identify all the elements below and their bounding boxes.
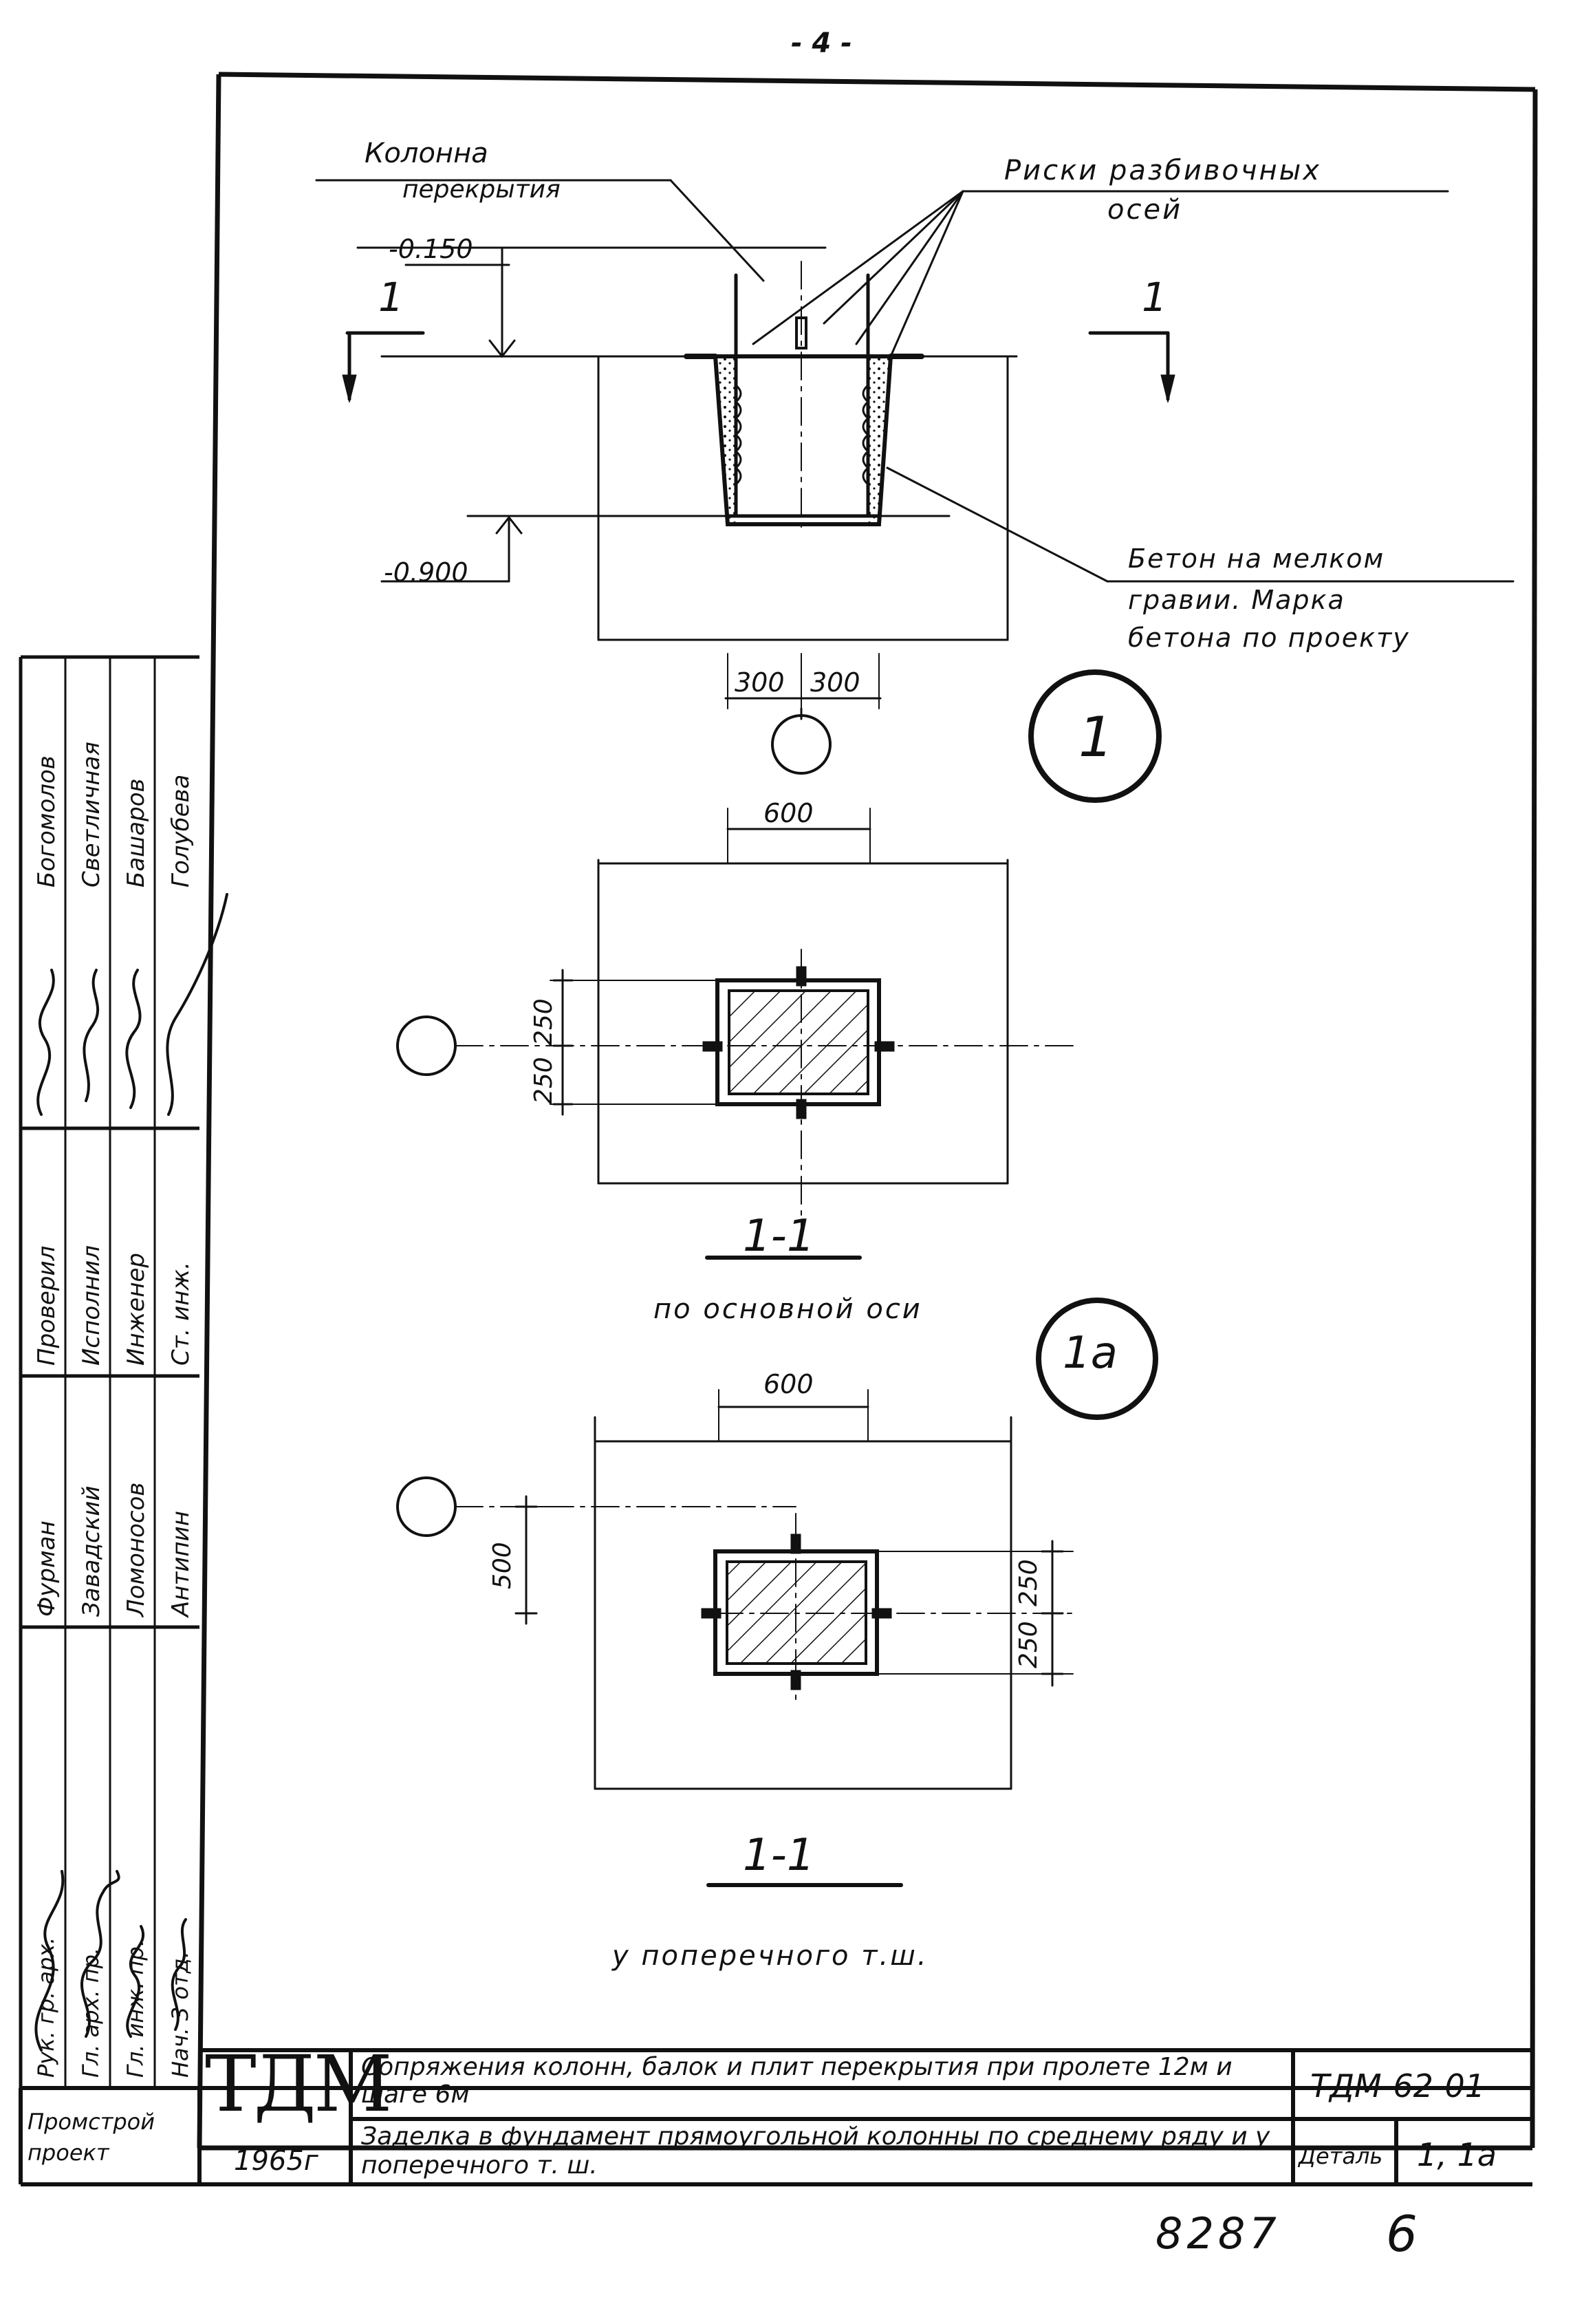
concrete-line2: гравии. Марка (1128, 585, 1345, 615)
title-top: Сопряжения колонн, балок и плит перекрыт… (361, 2054, 1283, 2109)
column-label-line2: перекрытия (402, 175, 561, 204)
title-bottom-text: Заделка в фундамент прямоугольной колонн… (361, 2122, 1270, 2180)
axis-marks-line1: Риски разбивочных (1004, 155, 1321, 186)
column-label-line1: Колонна (365, 138, 488, 169)
detail-value: 1, 1а (1417, 2136, 1497, 2173)
detail-label: Деталь (1299, 2143, 1383, 2169)
section-mark-left: 1 (378, 274, 404, 321)
concrete-line3: бетона по проекту (1128, 623, 1410, 653)
level-bottom-label: -0.900 (384, 557, 468, 588)
org-line2: проект (28, 2140, 109, 2166)
section-sub-a: по основной оси (653, 1293, 922, 1325)
plan-1 (455, 808, 1074, 1260)
archive-number: 8287 (1156, 2208, 1281, 2259)
detail-circles (1028, 669, 1162, 1420)
plan-2 (455, 1389, 1074, 1887)
tdm-logo: ТДМ (205, 2040, 392, 2129)
dim-300-right: 300 (810, 667, 860, 698)
sheet-number: 6 (1386, 2205, 1418, 2263)
detail-1-label: 1 (1078, 705, 1114, 769)
page-number: - 4 - (791, 28, 852, 59)
dim-300-left: 300 (735, 667, 785, 698)
section-title-a: 1-1 (743, 1211, 815, 1262)
section-mark-right: 1 (1142, 274, 1167, 321)
level-top-label: -0.150 (389, 234, 473, 264)
section-title-b: 1-1 (743, 1830, 815, 1881)
axis-marks-line2: осей (1107, 194, 1183, 226)
title-bottom: Заделка в фундамент прямоугольной колонн… (361, 2122, 1283, 2180)
signature-table-grid (19, 655, 199, 2090)
elevation-view (315, 179, 1515, 720)
org-line1: Промстрой (28, 2109, 155, 2135)
year-label: 1965г (234, 2145, 318, 2177)
dim-600-b: 600 (763, 1369, 814, 1399)
detail-1a-label: 1а (1063, 1328, 1118, 1379)
dim-600-a: 600 (763, 798, 814, 828)
title-block-grid (19, 2048, 1532, 2186)
drawing-code: ТДМ-62-01 (1310, 2067, 1485, 2105)
section-sub-b: у поперечного т.ш. (612, 1940, 929, 1972)
concrete-line1: Бетон на мелком (1128, 544, 1385, 574)
main-frame (197, 72, 1538, 2151)
title-top-text: Сопряжения колонн, балок и плит перекрыт… (361, 2053, 1233, 2109)
